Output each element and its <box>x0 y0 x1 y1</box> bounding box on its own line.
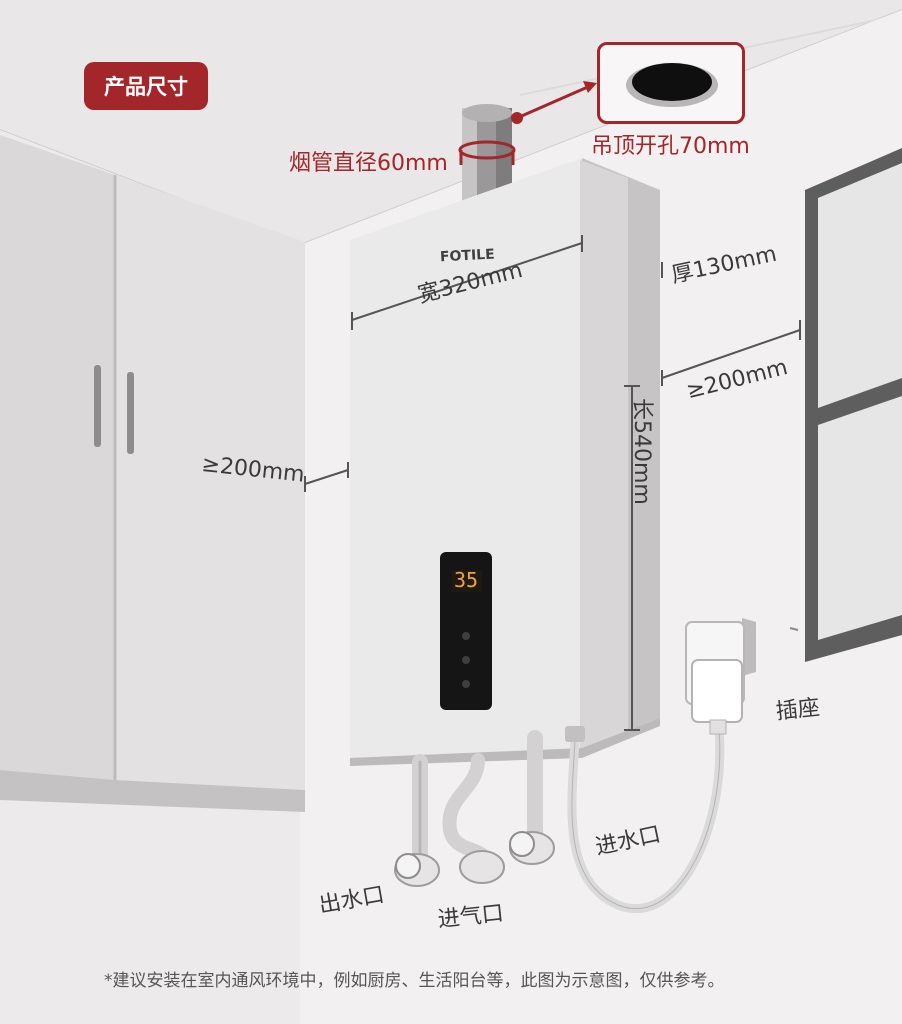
power-socket <box>685 618 756 735</box>
temperature-display: 35 <box>454 568 479 592</box>
dimension-lines <box>304 235 801 731</box>
cabinet-handle-left <box>94 365 101 447</box>
ceiling-hole-label: 吊顶开孔70mm <box>591 134 750 159</box>
window <box>805 148 902 662</box>
valves <box>394 726 585 887</box>
ceiling-hole-icon <box>626 63 718 107</box>
flue-diameter-label: 烟管直径60mm <box>289 151 448 176</box>
product-size-badge: 产品尺寸 <box>84 62 208 110</box>
installation-footnote: *建议安装在室内通风环境中，例如厨房、生活阳台等，此图为示意图，仅供参考。 <box>104 971 725 991</box>
wall-cabinet <box>0 135 305 812</box>
panel-button-icon <box>462 632 470 640</box>
height-label: 长540mm <box>629 398 654 505</box>
panel-button-icon <box>462 656 470 664</box>
ceiling-hole-callout <box>597 42 745 124</box>
cabinet-handle-right <box>127 372 134 454</box>
water-heater <box>350 158 660 766</box>
socket-label: 插座 <box>774 695 822 725</box>
panel-button-icon <box>462 680 470 688</box>
